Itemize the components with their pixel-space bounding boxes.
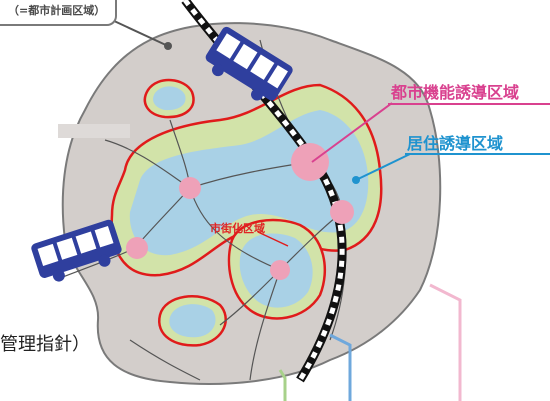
connector-pink [429,283,462,401]
management-policy-label: 管理指針） [0,334,90,355]
urban-function-area-label: 都市機能誘導区域 [391,83,520,102]
hub-center [179,177,201,199]
urbanization-leader [257,231,289,247]
city-planning-area-label: （=都市計画区域） [0,0,118,26]
hub-markers [126,143,354,280]
urbanization-area-label: 市街化区域 [210,222,265,235]
faded-label-box [58,124,130,138]
hub-central [291,143,329,181]
connector-blue [329,333,352,401]
urban-function-leader [311,102,393,163]
connector-green [278,369,287,401]
residential-area-label: 居住誘導区域 [407,134,504,153]
bus-icon [205,26,293,101]
city-area-leader [111,19,169,47]
hub-east [330,200,354,224]
bus-icon [31,219,122,282]
residential-area-bottom [169,304,216,338]
residential-leader [355,153,411,181]
hub-south [270,260,290,280]
hub-west [126,237,148,259]
residential-area-small-top [153,86,186,111]
